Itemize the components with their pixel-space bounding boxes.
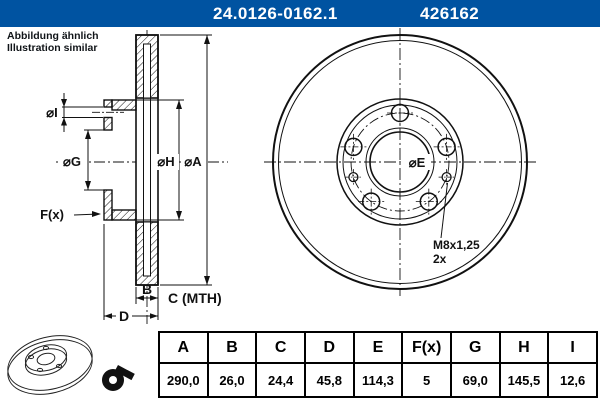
table-header-cell: F(x) [401, 331, 452, 364]
section-view [56, 30, 228, 324]
table-header-cell: D [303, 331, 355, 364]
table-value-cell: 24,4 [255, 362, 306, 398]
section-labels: ⌀I ⌀G ⌀H ⌀A F(x) B C (MTH) D [40, 105, 222, 324]
label-thread-qty: 2x [433, 252, 447, 266]
label-dia-a: ⌀A [184, 154, 202, 169]
catalog-number: 24.0126-0162.1 [213, 4, 338, 23]
disclaimer-line-en: Illustration similar [7, 42, 98, 54]
table-header-row: A B C D E F(x) G H I [158, 331, 598, 364]
table-header-cell: B [206, 331, 258, 364]
front-view [264, 28, 536, 296]
mini-disc-illustration [7, 335, 93, 395]
disclaimer-note: Abbildung ähnlich Illustration similar [7, 30, 99, 54]
table-header-cell: A [158, 331, 209, 364]
bolt-hole [340, 133, 367, 160]
disclaimer-line-de: Abbildung ähnlich [7, 30, 99, 42]
bolt-hole [433, 133, 460, 160]
label-c-mth: C (MTH) [168, 290, 222, 306]
table-header-cell: I [547, 331, 598, 364]
table-value-cell: 26,0 [206, 362, 258, 398]
table-value-cell: 69,0 [449, 362, 501, 398]
bolt-hole [387, 100, 413, 126]
table-value-cell: 114,3 [352, 362, 404, 398]
table-value-cell: 145,5 [498, 362, 550, 398]
table-value-row: 290,0 26,0 24,4 45,8 114,3 5 69,0 145,5 … [158, 362, 598, 398]
bolt-hole [415, 188, 442, 215]
thread-leader-line [440, 182, 448, 239]
label-dia-g: ⌀G [63, 154, 81, 169]
table-value-cell: 290,0 [158, 362, 209, 398]
table-value-cell: 12,6 [547, 362, 598, 398]
dimensions-table: A B C D E F(x) G H I 290,0 26,0 24,4 45,… [158, 331, 598, 398]
header-bar: 24.0126-0162.1 426162 [0, 0, 600, 27]
label-dia-h: ⌀H [157, 154, 174, 169]
front-labels: ⌀E M8x1,25 2x [404, 154, 480, 266]
label-b: B [142, 281, 152, 297]
article-number: 426162 [420, 4, 480, 23]
thread-hole [345, 169, 362, 186]
table-header-cell: H [498, 331, 550, 364]
table-header-cell: C [255, 331, 306, 364]
section-arrowheads [61, 35, 210, 319]
label-dia-e: ⌀E [409, 155, 426, 170]
hat-circle [336, 98, 464, 226]
table-header-cell: G [449, 331, 501, 364]
table-value-cell: 45,8 [303, 362, 355, 398]
table-header-cell: E [352, 331, 404, 364]
label-d: D [119, 308, 129, 324]
label-dia-i: ⌀I [46, 105, 57, 120]
tool-icon [102, 365, 135, 391]
thread-hole [438, 169, 455, 186]
table-value-cell: 5 [401, 362, 452, 398]
bolt-hole [358, 188, 385, 215]
label-f: F(x) [40, 207, 64, 222]
label-thread-spec: M8x1,25 [433, 238, 480, 252]
outer-diameter-circle [272, 34, 528, 290]
